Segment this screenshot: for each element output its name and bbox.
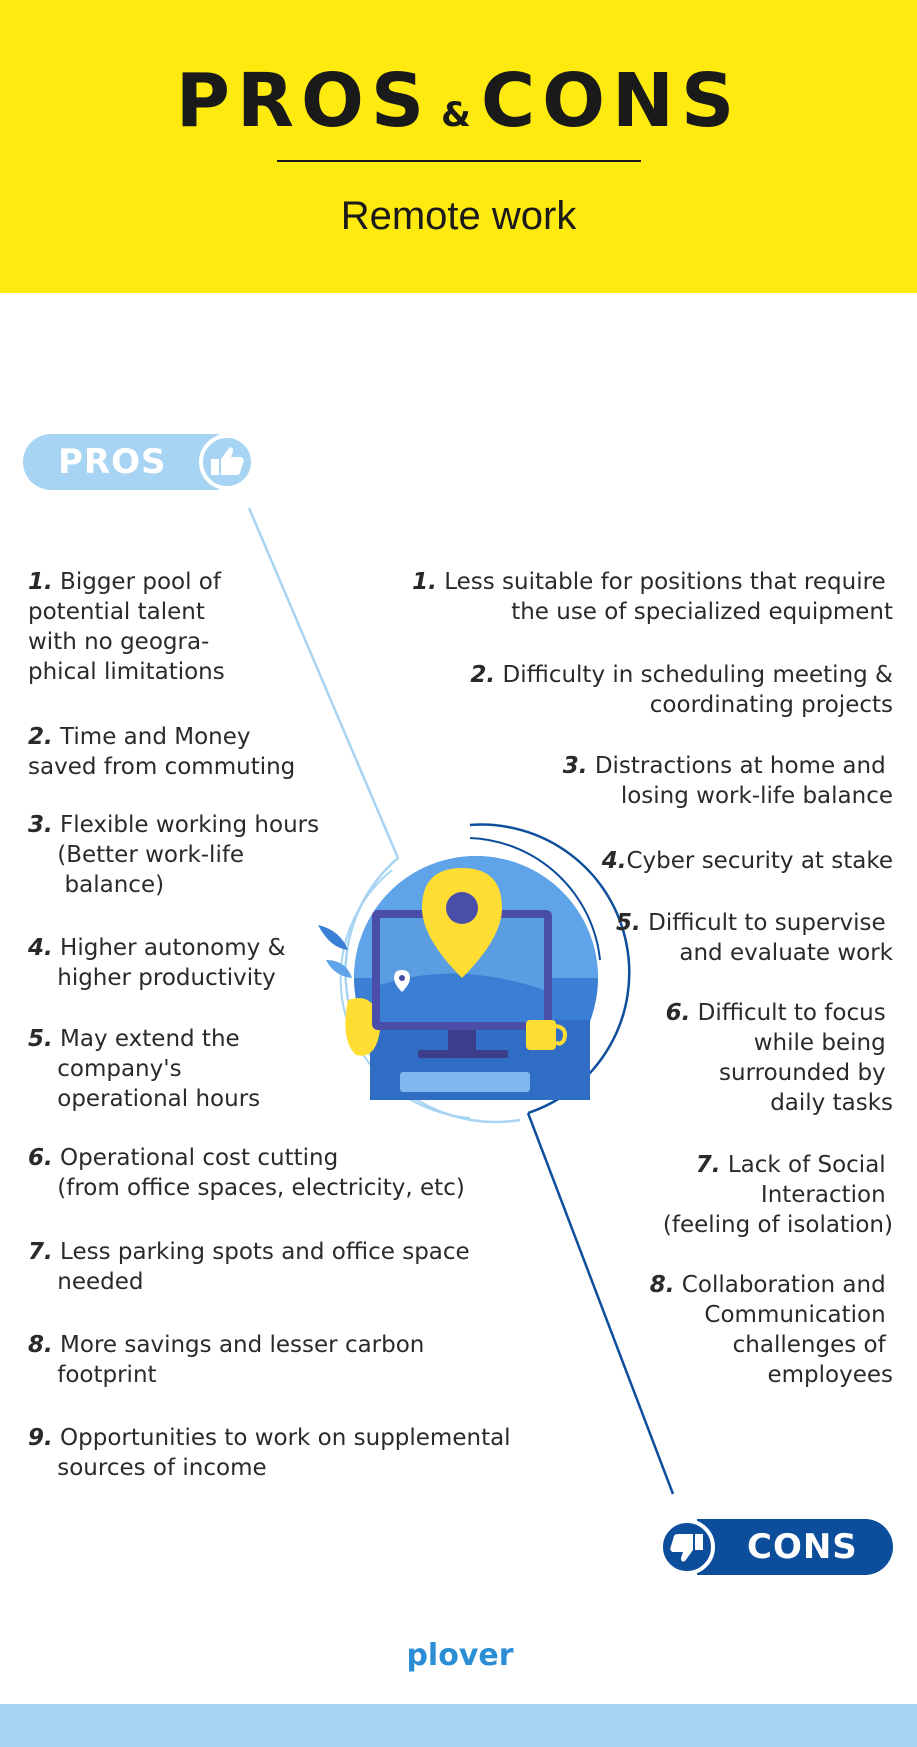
title-cons: CONS (480, 58, 742, 144)
thumbs-up-icon (199, 434, 255, 490)
cons-item-4: 4.Cyber security at stake (602, 846, 893, 876)
pros-item-4-text: Higher autonomy & higher productivity (57, 935, 286, 991)
cons-item-3: 3. Distractions at home and losing work-… (563, 751, 893, 811)
pros-item-3: 3. Flexible working hours (Better work-l… (28, 810, 319, 900)
pros-item-5-text: May extend the company's operational hou… (57, 1026, 261, 1112)
page-subtitle: Remote work (340, 194, 577, 238)
cons-label-pill: CONS (697, 1519, 893, 1575)
cons-item-8-text: Collaboration and Communication challeng… (681, 1272, 893, 1388)
title-divider (277, 160, 641, 162)
pros-item-2-text: Time and Money saved from commuting (28, 724, 296, 780)
pros-item-1-text: Bigger pool of potential talent with no … (28, 569, 225, 685)
cons-item-8-number: 8. (649, 1272, 675, 1298)
cons-item-6: 6. Difficult to focus while being surrou… (666, 998, 893, 1118)
pros-item-5-number: 5. (28, 1026, 53, 1052)
pros-item-1-number: 1. (28, 569, 53, 595)
cons-item-1-number: 1. (412, 569, 437, 595)
title-pros: PROS (175, 58, 432, 144)
cons-item-5: 5. Difficult to supervise and evaluate w… (616, 908, 893, 968)
cons-item-2: 2. Difficulty in scheduling meeting & co… (470, 660, 893, 720)
cons-item-3-number: 3. (562, 753, 588, 779)
cons-item-1-text: Less suitable for positions that require… (444, 569, 893, 625)
cons-item-2-number: 2. (470, 662, 496, 688)
pros-item-9: 9. Opportunities to work on supplemental… (28, 1423, 511, 1483)
cons-item-4-text: Cyber security at stake (626, 848, 894, 874)
cons-item-6-number: 6. (665, 1000, 691, 1026)
pros-item-7: 7. Less parking spots and office space n… (28, 1237, 470, 1297)
pros-item-6: 6. Operational cost cutting (from office… (28, 1143, 465, 1203)
pros-item-1: 1. Bigger pool of potential talent with … (28, 567, 225, 687)
pros-item-8-number: 8. (28, 1332, 53, 1358)
cons-item-5-text: Difficult to supervise and evaluate work (648, 910, 893, 966)
pros-item-4: 4. Higher autonomy & higher productivity (28, 933, 286, 993)
cons-label: CONS (747, 1527, 858, 1567)
cons-item-7-number: 7. (695, 1152, 721, 1178)
header-banner: PROS&CONS Remote work (0, 0, 917, 293)
pros-label-pill: PROS (23, 434, 219, 490)
cons-item-5-number: 5. (616, 910, 641, 936)
pros-item-9-number: 9. (28, 1425, 53, 1451)
cons-item-7: 7. Lack of Social Interaction (feeling o… (663, 1150, 893, 1240)
pros-item-8: 8. More savings and lesser carbon footpr… (28, 1330, 424, 1390)
pros-item-2-number: 2. (28, 724, 53, 750)
pros-item-3-text: Flexible working hours (Better work-life… (57, 812, 320, 898)
thumbs-down-icon (659, 1519, 715, 1575)
pros-item-6-number: 6. (28, 1145, 53, 1171)
pros-item-7-number: 7. (28, 1239, 53, 1265)
pros-item-7-text: Less parking spots and office space need… (57, 1239, 470, 1295)
pros-item-2: 2. Time and Money saved from commuting (28, 722, 295, 782)
pros-item-5: 5. May extend the company's operational … (28, 1024, 260, 1114)
pros-item-3-number: 3. (28, 812, 53, 838)
title-ampersand: & (441, 95, 471, 135)
cons-item-4-number: 4. (601, 848, 627, 874)
pros-item-4-number: 4. (28, 935, 53, 961)
remote-desk-monitor-location-pin-icon (318, 856, 598, 1100)
cons-item-1: 1. Less suitable for positions that requ… (412, 567, 893, 627)
cons-item-3-text: Distractions at home and losing work-lif… (594, 753, 893, 809)
plover-logo: plover (406, 1638, 514, 1673)
cons-item-6-text: Difficult to focus while being surrounde… (697, 1000, 893, 1116)
footer-bar (0, 1704, 917, 1747)
cons-item-2-text: Difficulty in scheduling meeting & coord… (502, 662, 893, 718)
pros-item-8-text: More savings and lesser carbon footprint (57, 1332, 425, 1388)
pros-item-9-text: Opportunities to work on supplemental so… (57, 1425, 511, 1481)
cons-item-7-text: Lack of Social Interaction (feeling of i… (662, 1152, 893, 1238)
cons-item-8: 8. Collaboration and Communication chall… (650, 1270, 893, 1390)
page-title: PROS&CONS (0, 58, 917, 144)
pros-label: PROS (58, 442, 167, 482)
pros-item-6-text: Operational cost cutting (from office sp… (57, 1145, 465, 1201)
